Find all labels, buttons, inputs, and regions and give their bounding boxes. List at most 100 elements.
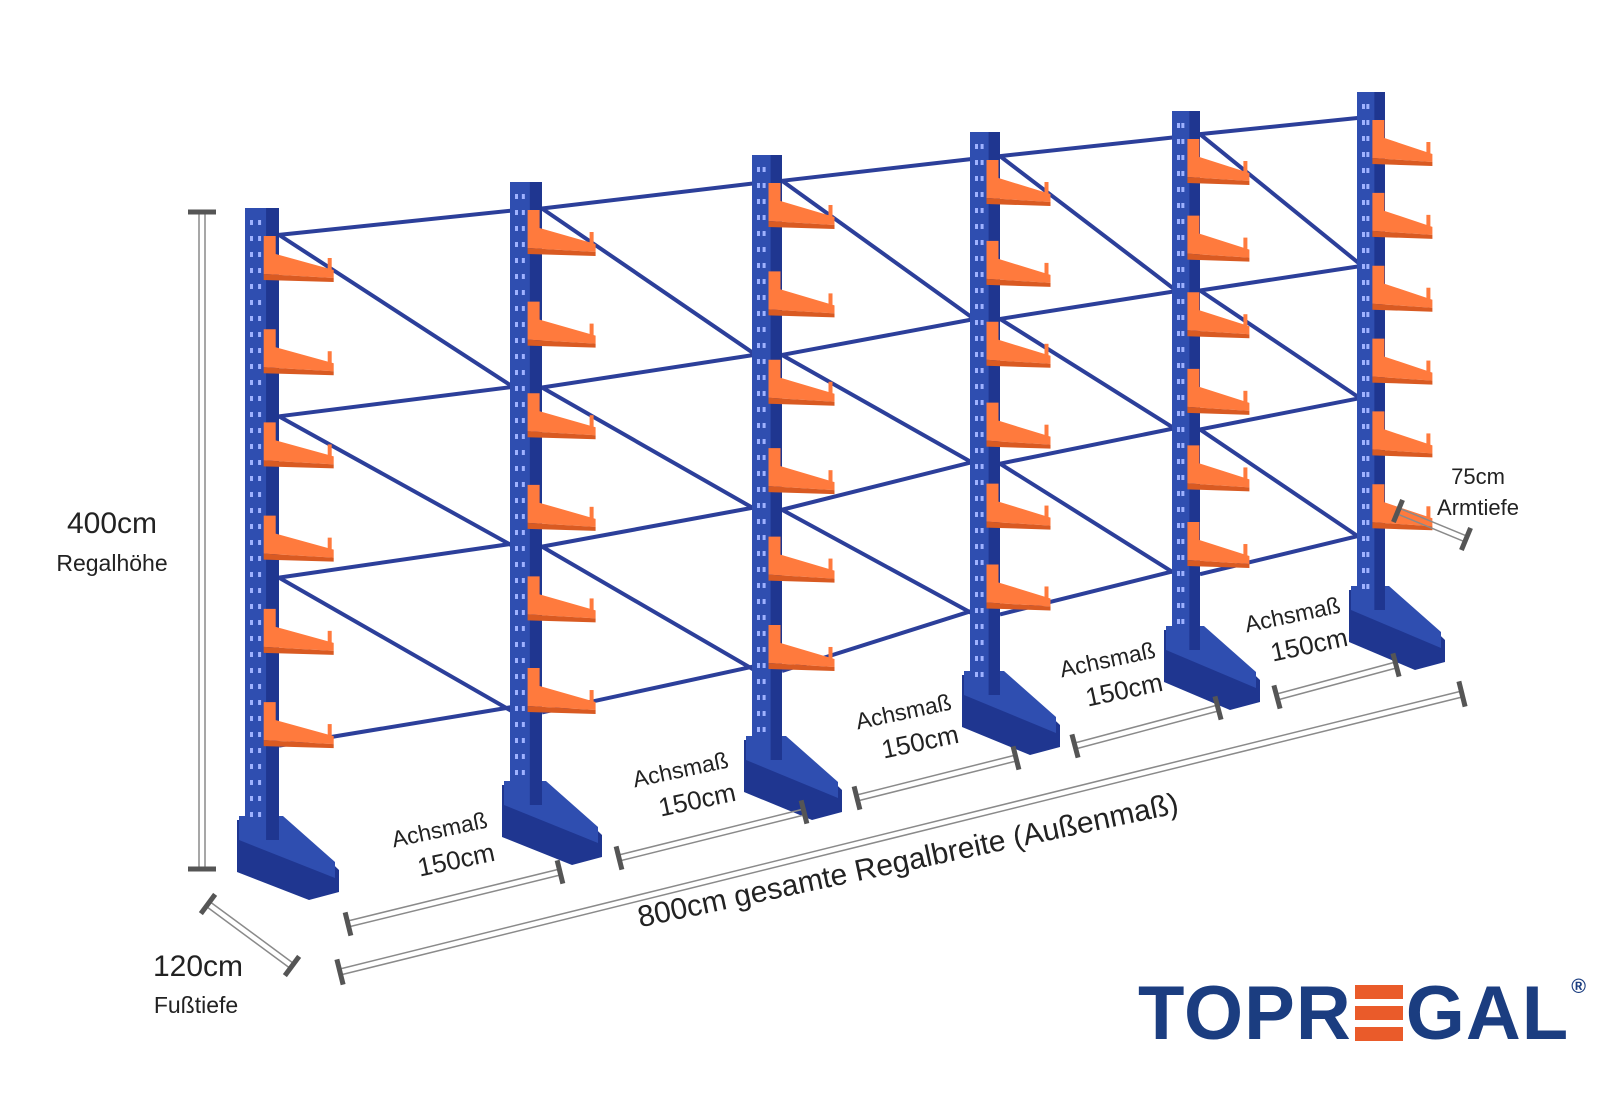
upright-hole	[1362, 392, 1365, 397]
upright-hole	[521, 498, 525, 503]
upright-hole	[258, 316, 262, 321]
horizontal-tie	[541, 352, 757, 390]
upright-hole	[1181, 539, 1185, 544]
upright-hole	[1177, 251, 1180, 256]
cantilever-arm-edge	[768, 309, 835, 318]
logo-registered-mark: ®	[1571, 976, 1587, 998]
upright-hole	[521, 402, 525, 407]
cantilever-arm-edge	[263, 367, 334, 376]
upright-hole	[521, 306, 525, 311]
upright-hole	[762, 615, 766, 620]
upright-hole	[762, 279, 766, 284]
arm-end-stop	[1044, 505, 1049, 522]
cantilever-arm	[986, 240, 1051, 283]
upright-hole	[250, 812, 253, 817]
upright-hole	[258, 588, 262, 593]
upright-hole	[980, 624, 984, 629]
upright-hole	[1366, 136, 1370, 141]
upright-hole	[521, 770, 525, 775]
upright-hole	[1362, 472, 1365, 477]
upright-hole	[762, 439, 766, 444]
upright-hole	[762, 199, 766, 204]
horizontal-tie	[781, 459, 975, 512]
upright-hole	[515, 770, 518, 775]
upright-hole	[975, 608, 978, 613]
upright-hole	[980, 144, 984, 149]
upright-hole	[757, 167, 760, 172]
cantilever-arm	[1372, 411, 1433, 454]
upright-hole	[975, 352, 978, 357]
upright-hole	[1366, 376, 1370, 381]
foot-depth-value: 120cm	[153, 950, 243, 983]
upright-hole	[1366, 232, 1370, 237]
bay-3-dimension-line-tick	[851, 785, 863, 811]
upright-hole	[1177, 459, 1180, 464]
upright-hole	[762, 407, 766, 412]
arm-end-stop	[327, 444, 332, 461]
upright-hole	[980, 448, 984, 453]
upright-hole	[975, 192, 978, 197]
upright-hole	[1362, 248, 1365, 253]
upright-hole	[1181, 187, 1185, 192]
upright-hole	[250, 764, 253, 769]
upright-hole	[762, 567, 766, 572]
upright-hole	[1177, 171, 1180, 176]
upright-hole	[258, 252, 262, 257]
cantilever-arm-edge	[1187, 483, 1250, 492]
upright-hole	[975, 336, 978, 341]
upright-hole	[975, 624, 978, 629]
upright-hole	[1177, 299, 1180, 304]
upright-hole	[515, 242, 518, 247]
upright-hole	[1366, 328, 1370, 333]
upright-hole	[1362, 232, 1365, 237]
upright-hole	[515, 626, 518, 631]
upright-hole	[980, 432, 984, 437]
bay-label-4: Achsmaß 150cm	[1057, 637, 1165, 713]
upright-hole	[980, 512, 984, 517]
upright-hole	[757, 695, 760, 700]
cantilever-arm	[1187, 292, 1250, 335]
upright-hole	[762, 519, 766, 524]
upright-hole	[1362, 136, 1365, 141]
upright-hole	[258, 412, 262, 417]
upright-hole	[1177, 443, 1180, 448]
horizontal-tie	[999, 135, 1177, 159]
horizontal-tie	[999, 289, 1177, 321]
upright-hole	[980, 256, 984, 261]
upright-hole	[521, 386, 525, 391]
diagonal-brace	[277, 233, 516, 390]
horizontal-tie	[1199, 115, 1362, 137]
bay-4-dimension-line-tick	[1212, 695, 1224, 721]
upright-hole	[521, 258, 525, 263]
cantilever-arm-edge	[986, 198, 1051, 206]
upright-hole	[1177, 315, 1180, 320]
upright-hole	[250, 444, 253, 449]
upright-hole	[1362, 408, 1365, 413]
upright-hole	[762, 311, 766, 316]
horizontal-tie	[278, 541, 515, 580]
height-label: Regalhöhe	[56, 550, 167, 576]
upright-hole	[1366, 392, 1370, 397]
arm-end-stop	[828, 381, 833, 398]
upright-hole	[1181, 363, 1185, 368]
upright-hole	[1181, 283, 1185, 288]
diagonal-brace	[998, 461, 1178, 576]
cantilever-arm-edge	[986, 602, 1051, 611]
upright-hole	[250, 220, 253, 225]
arm-depth-label: Armtiefe	[1437, 495, 1519, 520]
cantilever-arm-edge	[1187, 406, 1250, 415]
upright-hole	[258, 764, 262, 769]
upright-hole	[258, 732, 262, 737]
upright-hole	[1366, 424, 1370, 429]
upright-hole	[1177, 203, 1180, 208]
cantilever-arm	[263, 515, 334, 558]
bay-2-dimension-line-tick	[798, 799, 810, 825]
bay-1-dimension-line	[347, 868, 560, 922]
upright-hole	[762, 423, 766, 428]
cantilever-arm	[986, 160, 1051, 202]
upright-hole	[757, 439, 760, 444]
upright-hole	[1362, 536, 1365, 541]
upright-hole	[258, 476, 262, 481]
upright-hole	[762, 247, 766, 252]
upright-hole	[1181, 555, 1185, 560]
